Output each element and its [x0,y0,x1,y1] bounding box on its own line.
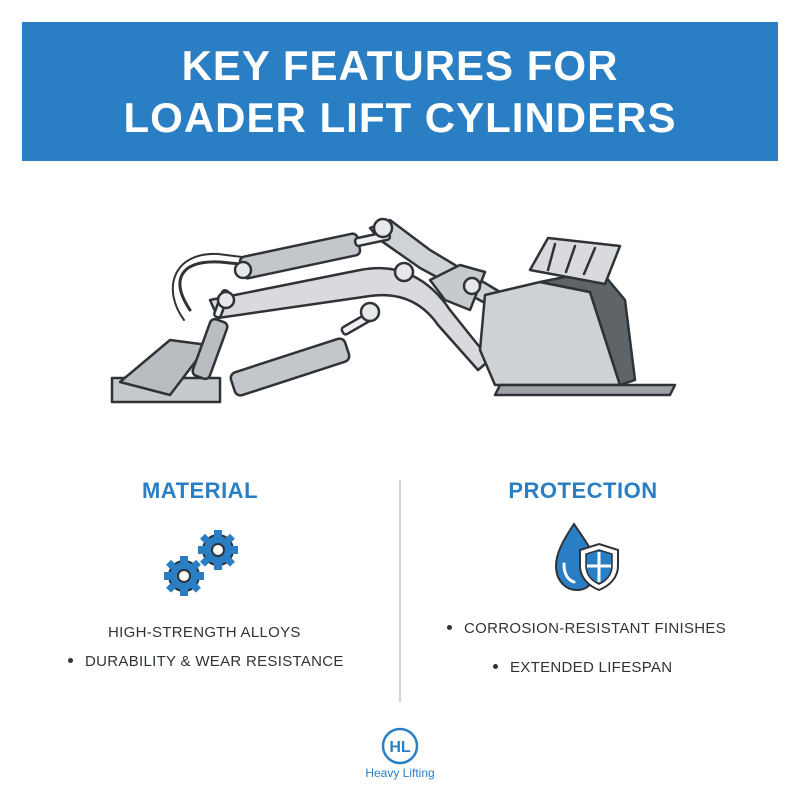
material-title: MATERIAL [141,478,259,503]
hose-loop-2 [171,252,251,321]
protection-bullet-2-text: EXTENDED LIFESPAN [510,659,673,676]
protection-bullet-1-text: CORROSION-RESISTANT FINISHES [464,620,727,637]
boom-pin [216,290,236,310]
bucket-teeth [493,383,677,397]
tilt-pin [462,276,482,296]
title-banner: KEY FEATURES FOR LOADER LIFT CYLINDERS [22,22,778,161]
upper-pin-3 [393,261,415,283]
material-bullet-2-text: DURABILITY & WEAR RESISTANCE [85,653,344,670]
bullet-dot [493,663,498,669]
lift-pin-1 [359,301,381,323]
protection-title: PROTECTION [508,478,658,503]
material-bullet-1: HIGH-STRENGTH ALLOYS [108,624,301,641]
boom-arm [208,266,492,372]
title-line-1: KEY FEATURES FOR [181,41,619,89]
column-divider [399,480,401,702]
bullet-dot [68,657,73,663]
loader-arm-illustration [110,217,677,404]
lift-cylinder-2 [191,317,229,381]
protection-bullet-1: CORROSION-RESISTANT FINISHES [447,620,726,637]
bucket-guard-bars [546,242,597,276]
logo-name: Heavy Lifting [365,766,435,780]
hose-loop [178,260,262,312]
upper-pin-1 [233,260,253,280]
gears-icon [164,530,238,596]
water-drop-shield-icon [554,522,619,592]
protection-bullet-2: EXTENDED LIFESPAN [493,659,672,676]
upper-pin-2 [372,217,394,239]
bullet-dot [447,624,452,630]
logo-mark-text: HL [389,739,411,756]
title-line-2: LOADER LIFT CYLINDERS [123,93,677,141]
lift-cylinder-1 [229,337,351,397]
material-bullet-2: DURABILITY & WEAR RESISTANCE [68,653,344,670]
heavy-lifting-logo: HL [381,727,419,765]
